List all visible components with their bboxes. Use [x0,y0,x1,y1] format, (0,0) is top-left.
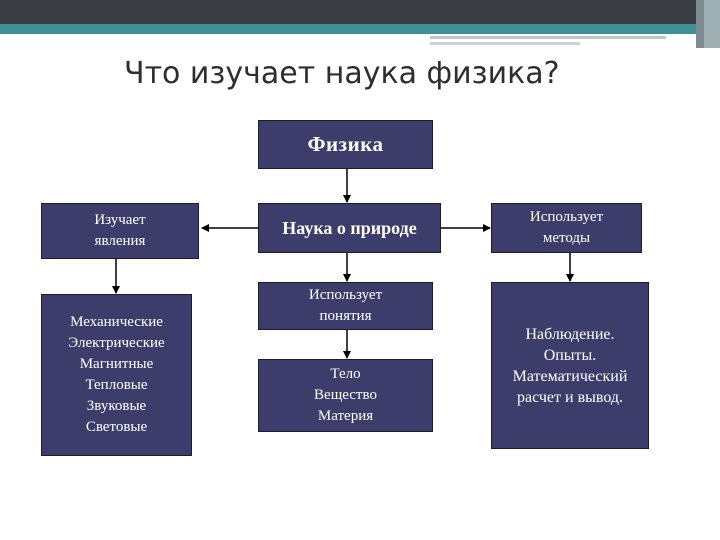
node-izuchaet-yavleniya: Изучает явления [41,203,199,259]
node-metody-spisok: Наблюдение. Опыты. Математический расчет… [491,282,649,449]
top-bar-line [430,42,580,45]
node-fizika: Физика [258,120,433,169]
node-ponyatiya-spisok: Тело Вещество Материя [258,359,433,432]
node-yavleniya-spisok: Механические Электрические Магнитные Теп… [41,294,192,456]
top-bar-accent [0,24,720,34]
node-ispolzuet-ponyatiya: Использует понятия [258,282,433,330]
slide-title: Что изучает наука физика? [124,56,560,91]
node-nauka-o-prirode: Наука о природе [258,203,441,253]
node-ispolzuet-metody: Использует методы [491,203,642,253]
top-bar-corner [704,0,720,48]
top-bar-dark [0,0,720,24]
top-bar-line [430,36,666,39]
